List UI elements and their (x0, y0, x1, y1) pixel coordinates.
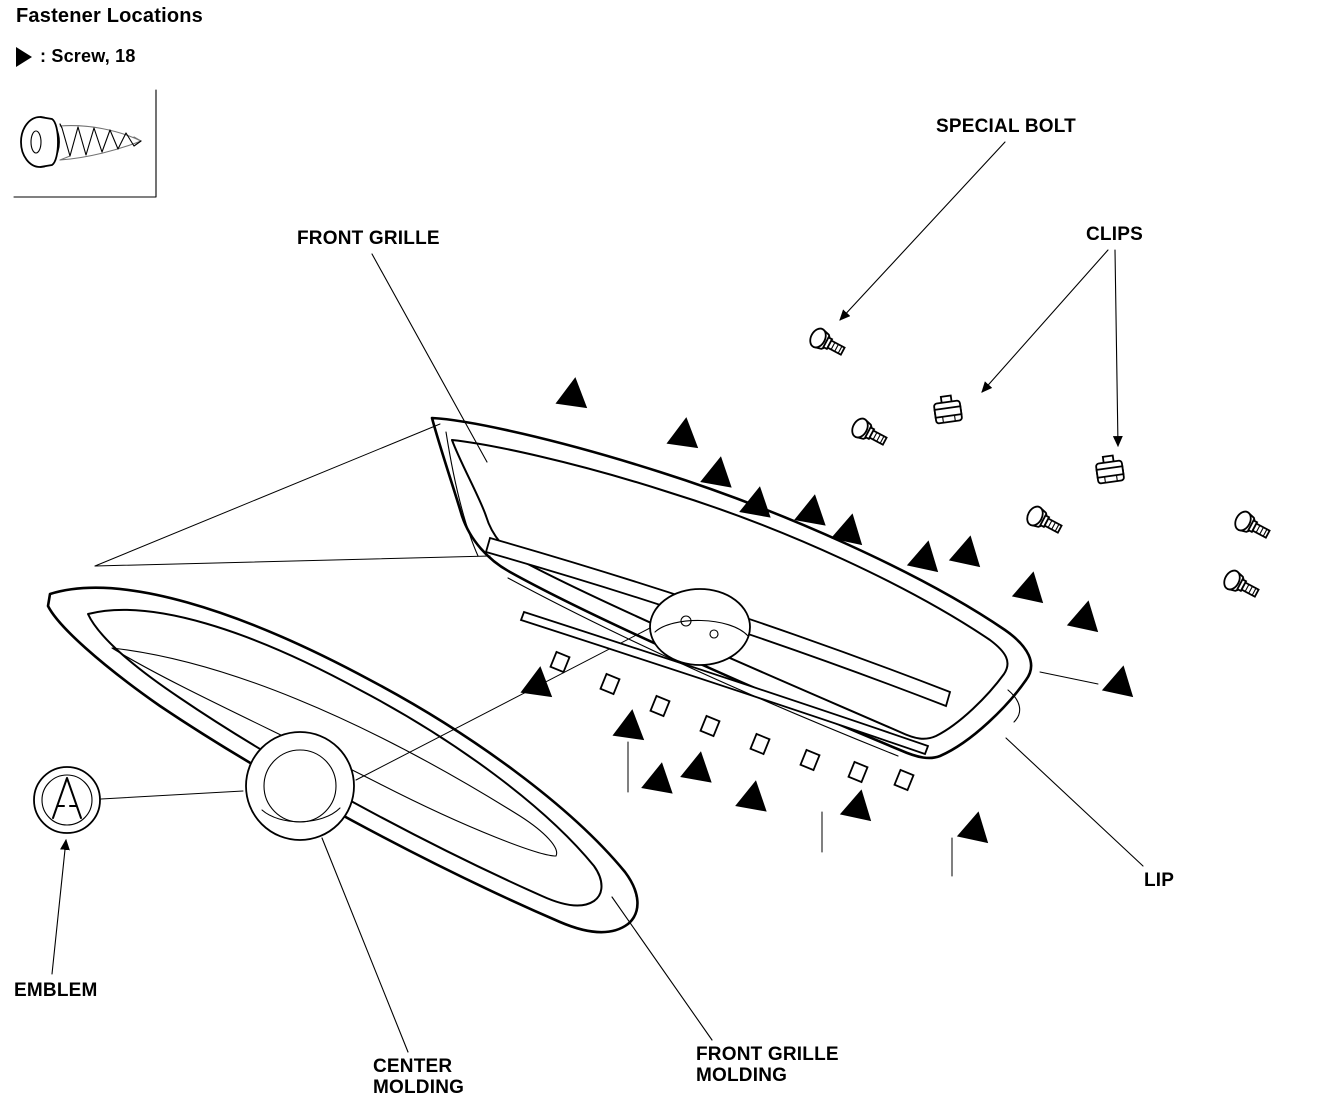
screw-location-marker (956, 811, 989, 844)
clips-layer (931, 393, 1126, 485)
screw-location-marker (1101, 665, 1134, 698)
lip-leader (1005, 737, 1144, 867)
screw-location-marker (906, 540, 939, 573)
special-bolt (1220, 566, 1263, 603)
grille-emblem-base (649, 588, 751, 666)
clips-leader-2 (1112, 249, 1123, 448)
page-title: Fastener Locations (16, 5, 203, 27)
clip (931, 393, 964, 425)
label-center-molding-line2: MOLDING (373, 1077, 465, 1098)
screw-location-marker (739, 486, 771, 518)
screw-location-marker (948, 535, 981, 568)
label-front-grille-molding-line1: FRONT GRILLE (696, 1044, 839, 1065)
screw-location-marker (666, 417, 699, 449)
emblem-leader (51, 838, 70, 975)
molding-emblem-mount (245, 731, 355, 841)
marker-tick-lines (627, 671, 1099, 877)
screw-triangle-icon (16, 46, 32, 67)
label-special-bolt: SPECIAL BOLT (936, 116, 1076, 137)
molding-center-bar (111, 647, 558, 857)
legend-label: : Screw, 18 (40, 46, 136, 66)
special-bolt (1231, 507, 1274, 544)
clip (1093, 453, 1126, 485)
label-clips: CLIPS (1086, 224, 1143, 245)
center-molding-leader (321, 837, 409, 1053)
screw-location-marker (520, 666, 553, 698)
screw-location-marker (1011, 571, 1044, 604)
special-bolt-leader (839, 141, 1006, 321)
screw-location-marker (830, 513, 863, 546)
bolts-layer (806, 324, 1274, 603)
screw-location-marker (680, 751, 712, 783)
screw-location-marker (700, 456, 732, 488)
screw-location-marker (1066, 600, 1099, 633)
acura-a-logo (52, 777, 82, 819)
projection-lines (94, 423, 651, 800)
clips-leader-1 (981, 249, 1109, 393)
label-front-grille-molding-line2: MOLDING (696, 1065, 788, 1086)
label-front-grille-molding: FRONT GRILLE MOLDING (696, 1044, 839, 1086)
screw-location-marker (735, 780, 767, 812)
center-molding-drawing (46, 586, 639, 934)
emblem-drawing (33, 766, 101, 834)
special-bolt (1023, 502, 1066, 539)
label-center-molding: CENTER MOLDING (373, 1056, 464, 1098)
grille-bottom-tabs (549, 650, 915, 792)
legend-row: : Screw, 18 (16, 46, 136, 67)
front-grille-molding-leader (611, 896, 713, 1041)
screw-location-marker (555, 377, 588, 409)
front-grille-drawing (430, 416, 1033, 792)
label-emblem: EMBLEM (14, 980, 98, 1001)
screw-location-marker (794, 494, 826, 526)
screw-location-marker (612, 709, 645, 741)
screw-location-marker (641, 762, 673, 794)
screw-illustration (13, 89, 157, 198)
label-lip: LIP (1144, 870, 1175, 891)
leader-lines (51, 141, 1144, 1053)
special-bolt (806, 324, 849, 361)
label-front-grille: FRONT GRILLE (297, 228, 440, 249)
front-grille-leader (371, 253, 488, 463)
legend-box-corner (13, 89, 157, 198)
screw-markers-layer (520, 377, 1134, 844)
special-bolt (848, 414, 891, 451)
screw-location-marker (839, 789, 872, 822)
label-center-molding-line1: CENTER (373, 1056, 453, 1077)
